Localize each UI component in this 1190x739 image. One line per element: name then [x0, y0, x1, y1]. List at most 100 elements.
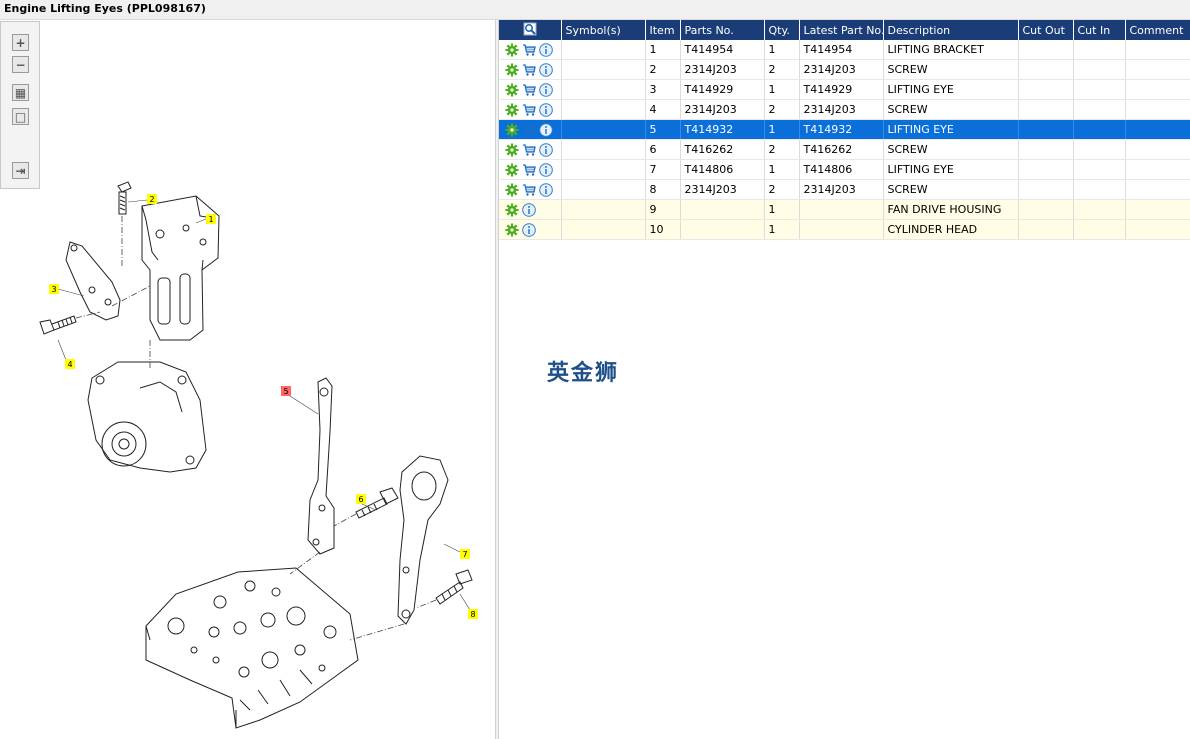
svg-text:7: 7	[462, 550, 467, 559]
cell-qty: 1	[764, 159, 800, 180]
info-icon[interactable]	[539, 162, 553, 177]
cart-icon[interactable]	[522, 63, 536, 77]
cell-qty: 2	[764, 179, 800, 200]
cell-comment	[1125, 139, 1190, 160]
column-header-parts-no[interactable]: Parts No.	[680, 20, 765, 40]
cell-qty: 1	[764, 40, 800, 60]
svg-text:3: 3	[51, 285, 56, 294]
cell-item: 10	[645, 219, 681, 240]
gear-icon[interactable]	[505, 43, 519, 57]
cell-latest-part-no: 2314J203	[799, 179, 884, 200]
gear-icon[interactable]	[505, 203, 519, 217]
column-header-cut-out[interactable]: Cut Out	[1018, 20, 1074, 40]
gear-icon[interactable]	[505, 83, 519, 97]
cart-icon[interactable]	[522, 43, 536, 57]
cell-comment	[1125, 179, 1190, 200]
fit-window-button[interactable]: □	[12, 108, 29, 125]
column-header-cut-in[interactable]: Cut In	[1073, 20, 1126, 40]
row-actions	[499, 40, 562, 60]
search-column-header[interactable]	[499, 20, 562, 40]
window-titlebar: Engine Lifting Eyes (PPL098167)	[0, 0, 1190, 20]
cart-icon[interactable]	[522, 163, 536, 177]
info-icon[interactable]	[539, 122, 553, 137]
svg-text:2: 2	[149, 195, 154, 204]
cell-cut-in	[1073, 139, 1126, 160]
gear-icon[interactable]	[505, 183, 519, 197]
cell-cut-in	[1073, 59, 1126, 80]
cell-parts-no: T414932	[680, 119, 765, 140]
info-icon[interactable]	[539, 182, 553, 197]
table-row[interactable]: 6 T416262 2 T416262 SCREW	[499, 139, 1190, 160]
cell-latest-part-no: T414954	[799, 40, 884, 60]
cart-icon[interactable]	[522, 103, 536, 117]
column-header-latest-part-no[interactable]: Latest Part No.	[799, 20, 884, 40]
column-header-item[interactable]: Item	[645, 20, 681, 40]
gear-icon[interactable]	[505, 163, 519, 177]
cell-parts-no: 2314J203	[680, 99, 765, 120]
cell-item: 4	[645, 99, 681, 120]
exploded-drawing[interactable]: 1 2 3 4 5 6 7 8	[0, 20, 495, 739]
column-header-symbols[interactable]: Symbol(s)	[561, 20, 646, 40]
cell-latest-part-no	[799, 219, 884, 240]
gear-icon[interactable]	[505, 63, 519, 77]
cell-comment	[1125, 119, 1190, 140]
gear-icon[interactable]	[505, 103, 519, 117]
info-icon[interactable]	[539, 102, 553, 117]
cell-cut-out	[1018, 59, 1074, 80]
table-row[interactable]: 3 T414929 1 T414929 LIFTING EYE	[499, 79, 1190, 100]
cart-icon[interactable]	[522, 183, 536, 197]
part-bolt-8	[435, 569, 473, 605]
info-icon[interactable]	[539, 82, 553, 97]
zoom-out-button[interactable]: −	[12, 56, 29, 73]
cell-comment	[1125, 40, 1190, 60]
fit-all-button[interactable]: ▦	[12, 84, 29, 101]
info-icon[interactable]	[539, 142, 553, 157]
table-row-selected[interactable]: 5 T414932 1 T414932 LIFTING EYE	[499, 119, 1190, 140]
column-header-description[interactable]: Description	[883, 20, 1019, 40]
callout-3: 3	[49, 284, 59, 294]
column-header-qty[interactable]: Qty.	[764, 20, 800, 40]
cart-icon[interactable]	[522, 143, 536, 157]
zoom-in-button[interactable]: +	[12, 34, 29, 51]
gear-icon[interactable]	[505, 223, 519, 237]
info-icon[interactable]	[522, 222, 536, 237]
cell-description: SCREW	[883, 179, 1019, 200]
gear-icon[interactable]	[505, 143, 519, 157]
cell-parts-no: T416262	[680, 139, 765, 160]
table-row[interactable]: 8 2314J203 2 2314J203 SCREW	[499, 179, 1190, 200]
table-row[interactable]: 4 2314J203 2 2314J203 SCREW	[499, 99, 1190, 120]
cell-cut-in	[1073, 179, 1126, 200]
row-actions	[499, 199, 562, 220]
parts-table-body: 1 T414954 1 T414954 LIFTING BRACKET 2 23…	[499, 40, 1190, 240]
cell-description: CYLINDER HEAD	[883, 219, 1019, 240]
cell-parts-no: 2314J203	[680, 179, 765, 200]
row-actions	[499, 99, 562, 120]
info-icon[interactable]	[539, 42, 553, 57]
info-icon[interactable]	[522, 202, 536, 217]
cell-parts-no: T414954	[680, 40, 765, 60]
row-actions	[499, 159, 562, 180]
cell-parts-no	[680, 219, 765, 240]
row-actions	[499, 139, 562, 160]
info-icon[interactable]	[539, 62, 553, 77]
cart-icon[interactable]	[522, 83, 536, 97]
cell-latest-part-no: 2314J203	[799, 59, 884, 80]
table-row[interactable]: 2 2314J203 2 2314J203 SCREW	[499, 59, 1190, 80]
drawing-toolbar: + − ▦ □ ⇥	[0, 21, 40, 189]
table-row[interactable]: 1 T414954 1 T414954 LIFTING BRACKET	[499, 40, 1190, 60]
svg-text:8: 8	[470, 610, 475, 619]
column-header-comment[interactable]: Comment	[1125, 20, 1190, 40]
table-row[interactable]: 10 1 CYLINDER HEAD	[499, 219, 1190, 240]
export-button[interactable]: ⇥	[12, 162, 29, 179]
pane-splitter[interactable]	[495, 20, 499, 739]
cell-qty: 1	[764, 79, 800, 100]
part-fan-drive-housing-9	[87, 361, 207, 473]
cell-parts-no	[680, 199, 765, 220]
drawing-pane[interactable]: 1 2 3 4 5 6 7 8 + − ▦ □ ⇥	[0, 20, 495, 739]
table-row[interactable]: 7 T414806 1 T414806 LIFTING EYE	[499, 159, 1190, 180]
cell-cut-out	[1018, 179, 1074, 200]
cart-icon[interactable]	[522, 123, 536, 137]
cell-qty: 1	[764, 119, 800, 140]
table-row[interactable]: 9 1 FAN DRIVE HOUSING	[499, 199, 1190, 220]
gear-icon[interactable]	[505, 123, 519, 137]
